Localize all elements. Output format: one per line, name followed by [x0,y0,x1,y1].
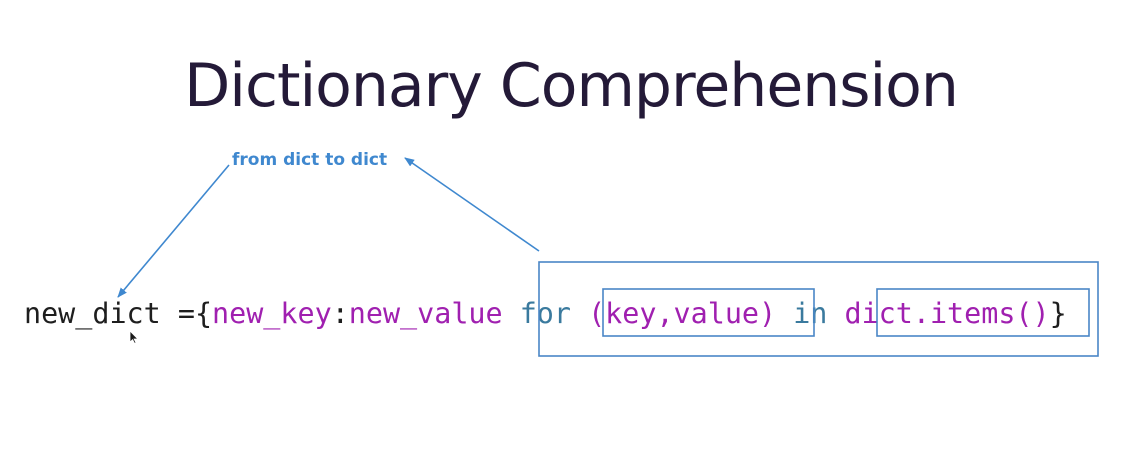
code-close-brace: } [1049,297,1067,330]
code-iterable: dict.items() [844,297,1050,330]
code-tuple: (key,value) [588,297,777,330]
code-colon: : [331,297,349,330]
comprehension-box [538,261,1099,357]
mouse-pointer-icon [129,330,139,344]
annotation-label: from dict to dict [232,150,388,170]
code-value-expr: new_value [348,297,503,330]
arrow-to-annotation [404,157,540,252]
code-open-brace: { [194,297,213,330]
code-key-expr: new_key [212,297,332,330]
tuple-box [602,288,815,337]
code-assign: = [160,297,195,330]
arrow-to-target [117,164,230,298]
iterable-box [876,288,1090,337]
slide-title: Dictionary Comprehension [184,51,959,121]
code-target: new_dict [24,297,161,330]
code-in-keyword: in [793,297,828,330]
code-for-keyword: for [519,297,571,330]
code-line: new_dict ={new_key:new_value for (key,va… [24,294,1067,334]
